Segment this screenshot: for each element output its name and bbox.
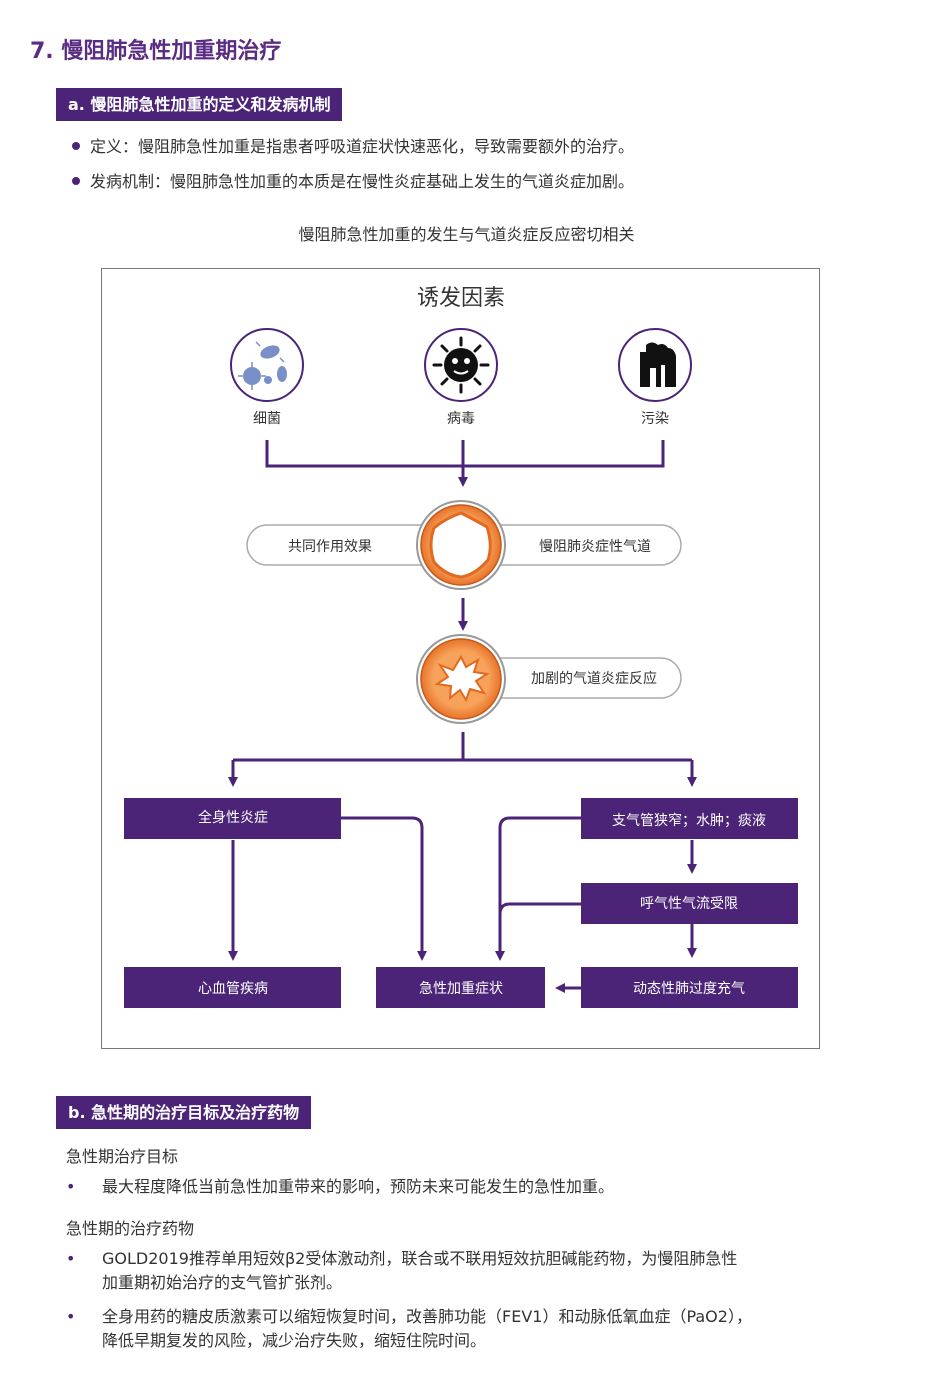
- goal-text: 最大程度降低当前急性加重带来的影响，预防未来可能发生的急性加重。: [102, 1177, 615, 1196]
- drug-1-line-2: 加重期初始治疗的支气管扩张剂。: [102, 1273, 343, 1292]
- hyperinflation-box: [581, 967, 798, 1008]
- definition-text: 定义：慢阻肺急性加重是指患者呼吸道症状快速恶化，导致需要额外的治疗。: [90, 137, 635, 156]
- hyperinflation-label: 动态性肺过度充气: [633, 981, 745, 997]
- bacteria-icon: [230, 328, 304, 402]
- combined-effect-label: 共同作用效果: [288, 539, 372, 555]
- drug-bullet-icon: •: [66, 1249, 76, 1268]
- systemic-inflammation-label: 全身性炎症: [198, 809, 268, 826]
- drug-2-line-1: 全身用药的糖皮质激素可以缩短恢复时间，改善肺功能（FEV1）和动脉低氧血症（Pa…: [102, 1307, 752, 1326]
- factory-pollution-icon: [618, 328, 692, 402]
- airflow-limitation-label: 呼气性气流受限: [640, 896, 738, 912]
- virus-icon: [424, 328, 498, 402]
- section-b-heading: b. 急性期的治疗目标及治疗药物: [56, 1096, 312, 1129]
- acute-symptoms-box: [376, 967, 545, 1008]
- page-title: 7. 慢阻肺急性加重期治疗: [30, 39, 282, 64]
- drugs-heading: 急性期的治疗药物: [66, 1219, 195, 1238]
- cardiovascular-label: 心血管疾病: [198, 981, 268, 997]
- cardiovascular-box: [124, 967, 341, 1008]
- trigger-label-bacteria: 细菌: [253, 411, 281, 427]
- triggers-title: 诱发因素: [417, 286, 505, 311]
- intensified-label: 加剧的气道炎症反应: [531, 670, 657, 687]
- trigger-connector-lines: [265, 440, 665, 487]
- drug-1-line-1: GOLD2019推荐单用短效β2受体激动剂，联合或不联用短效抗胆碱能药物，为慢阻…: [102, 1249, 738, 1268]
- copd-airway-label: 慢阻肺炎症性气道: [539, 538, 651, 555]
- diagram-caption: 慢阻肺急性加重的发生与气道炎症反应密切相关: [298, 225, 635, 244]
- mechanism-bullet: 发病机制：慢阻肺急性加重的本质是在慢性炎症基础上发生的气道炎症加剧。: [72, 168, 634, 192]
- intensified-airway-icon: [416, 634, 506, 724]
- goals-heading: 急性期治疗目标: [66, 1147, 179, 1166]
- trigger-label-pollution: 污染: [641, 411, 669, 427]
- bronchial-box: [581, 798, 798, 839]
- drug-2-line-2: 降低早期复发的风险，减少治疗失败，缩短住院时间。: [102, 1331, 487, 1350]
- diagram-frame: [101, 268, 820, 1049]
- mechanism-text: 发病机制：慢阻肺急性加重的本质是在慢性炎症基础上发生的气道炎症加剧。: [90, 172, 635, 191]
- drug-bullet-icon: •: [66, 1307, 76, 1326]
- copd-airway-icon: [416, 500, 506, 590]
- systemic-inflammation-box: [124, 798, 341, 839]
- definition-bullet: 定义：慢阻肺急性加重是指患者呼吸道症状快速恶化，导致需要额外的治疗。: [72, 133, 634, 157]
- airflow-limitation-box: [581, 883, 798, 924]
- trigger-label-virus: 病毒: [447, 411, 475, 427]
- split-connector-lines: [228, 732, 697, 993]
- bullet-dot-icon: [72, 176, 80, 185]
- goal-bullet-icon: •: [66, 1177, 76, 1196]
- bullet-dot-icon: [72, 141, 80, 150]
- bronchial-label: 支气管狭窄；水肿；痰液: [612, 812, 766, 829]
- section-a-heading: a. 慢阻肺急性加重的定义和发病机制: [56, 88, 343, 121]
- acute-symptoms-label: 急性加重症状: [419, 981, 503, 997]
